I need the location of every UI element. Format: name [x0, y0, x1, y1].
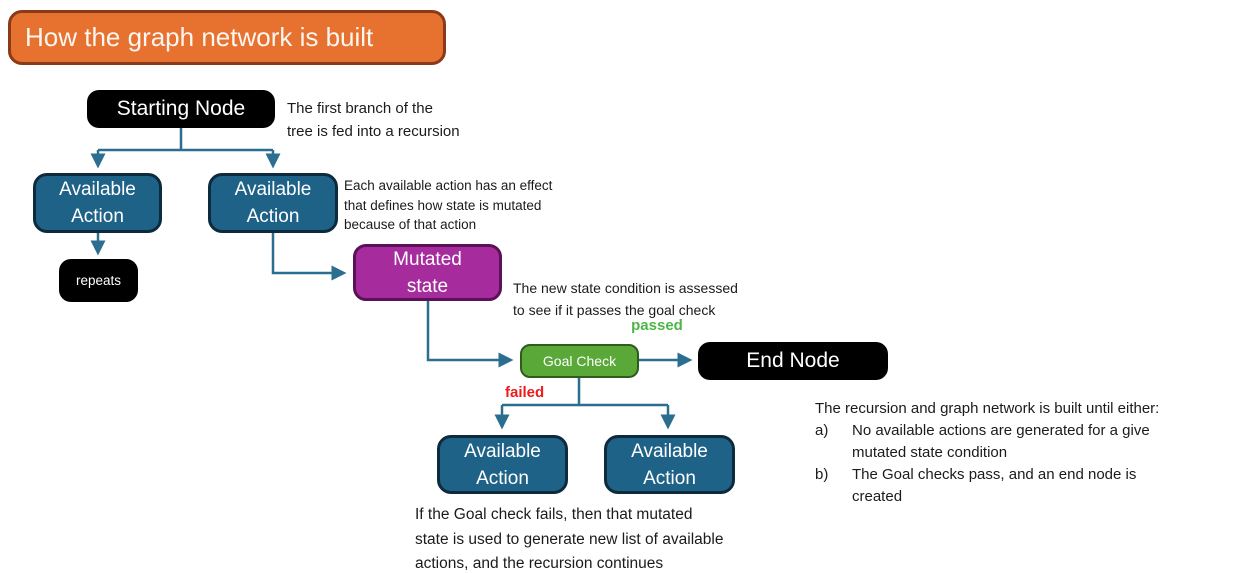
- connector-start-trunk: [98, 128, 273, 152]
- connector-action-to-mutated: [271, 233, 347, 281]
- diagram-title-label: How the graph network is built: [25, 22, 374, 52]
- note-first-branch: The first branch of the tree is fed into…: [287, 100, 460, 140]
- node-starting: Starting Node: [87, 90, 275, 128]
- connector-mutated-to-goal: [426, 301, 514, 368]
- termination-heading: The recursion and graph network is built…: [815, 400, 1160, 417]
- node-mutated-state: Mutated state: [353, 244, 502, 301]
- node-available-action-top-left: Available Action: [33, 173, 162, 233]
- edge-label-passed: passed: [631, 317, 683, 334]
- node-available-action-bottom-right: Available Action: [604, 435, 735, 494]
- termination-item-b: b) The Goal checks pass, and an end node…: [815, 464, 1180, 508]
- termination-item-a-text: No available actions are generated for a…: [852, 422, 1150, 461]
- note-failed-recursion: If the Goal check fails, then that mutat…: [415, 506, 724, 572]
- termination-item-a: a) No available actions are generated fo…: [815, 420, 1180, 464]
- node-available-action-top-right: Available Action: [208, 173, 338, 233]
- node-available-action-bottom-left: Available Action: [437, 435, 568, 494]
- termination-item-a-marker: a): [815, 422, 829, 439]
- node-available-action-label: Available Action: [464, 440, 541, 489]
- node-repeats-label: repeats: [75, 273, 122, 288]
- node-goal-check: Goal Check: [520, 344, 639, 378]
- node-available-action-label: Available Action: [631, 440, 708, 489]
- node-mutated-state-label: Mutated state: [393, 248, 462, 297]
- note-goal-assessed: The new state condition is assessed to s…: [513, 280, 738, 318]
- edge-label-failed: failed: [505, 384, 545, 401]
- node-repeats: repeats: [59, 259, 138, 302]
- node-end-label: End Node: [746, 349, 840, 372]
- node-starting-label: Starting Node: [116, 97, 246, 120]
- node-goal-check-label: Goal Check: [542, 353, 617, 369]
- diagram-title: How the graph network is built: [8, 10, 446, 65]
- termination-item-b-text: The Goal checks pass, and an end node is…: [852, 466, 1137, 505]
- note-termination-conditions: The recursion and graph network is built…: [815, 398, 1180, 508]
- node-end: End Node: [698, 342, 888, 380]
- node-available-action-label: Available Action: [59, 179, 136, 227]
- note-action-effect: Each available action has an effect that…: [344, 178, 553, 232]
- node-available-action-label: Available Action: [234, 179, 312, 227]
- termination-item-b-marker: b): [815, 466, 829, 483]
